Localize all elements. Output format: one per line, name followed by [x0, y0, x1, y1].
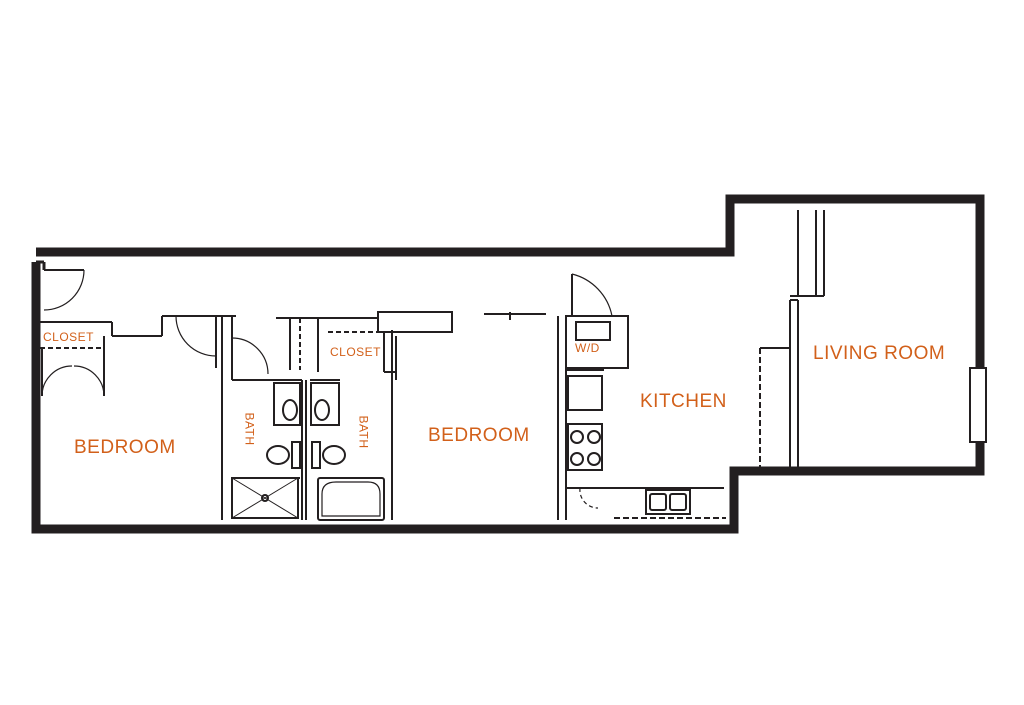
bath-right	[305, 330, 393, 521]
bath-right-label: BATH	[356, 415, 371, 449]
living-room-label: LIVING ROOM	[813, 343, 946, 364]
bath-left-label: BATH	[242, 412, 257, 446]
living-room-divider	[759, 210, 825, 468]
bedroom-middle-label: BEDROOM	[428, 425, 530, 446]
bedroom-left-label: BEDROOM	[74, 437, 176, 458]
kitchen-west-wall	[557, 273, 629, 520]
living-room-window	[969, 367, 987, 443]
entry-notch	[36, 260, 46, 270]
closet-left	[36, 315, 176, 397]
exterior-walls	[31, 194, 985, 534]
closet-middle-label: CLOSET	[330, 345, 382, 359]
kitchen-label: KITCHEN	[640, 391, 727, 412]
bath-left	[221, 316, 303, 520]
closet-left-label: CLOSET	[43, 330, 95, 344]
kitchen-counter	[566, 487, 726, 519]
entry-door	[43, 269, 85, 311]
bedroom-left-door	[175, 315, 236, 368]
closet-middle	[276, 311, 453, 380]
washer-dryer-label: W/D	[575, 341, 600, 355]
bedroom-middle-door	[484, 312, 546, 320]
